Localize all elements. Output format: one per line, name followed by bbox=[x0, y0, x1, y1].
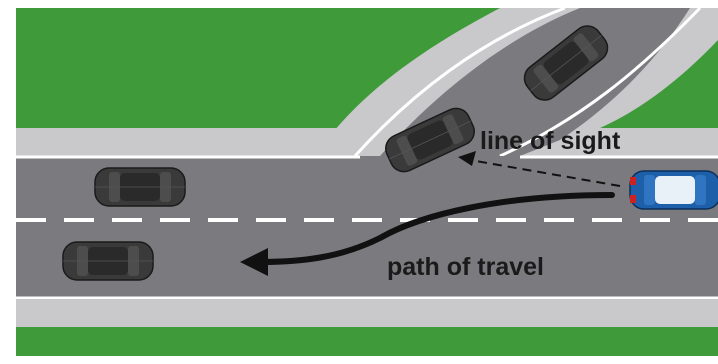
line-of-sight-label: line of sight bbox=[480, 127, 621, 155]
car-blue bbox=[630, 171, 718, 209]
lower-shoulder bbox=[16, 299, 718, 327]
car-gray-left-upper bbox=[95, 168, 185, 206]
path-of-travel-label: path of travel bbox=[387, 253, 544, 281]
car-gray-left-lower bbox=[63, 242, 153, 280]
